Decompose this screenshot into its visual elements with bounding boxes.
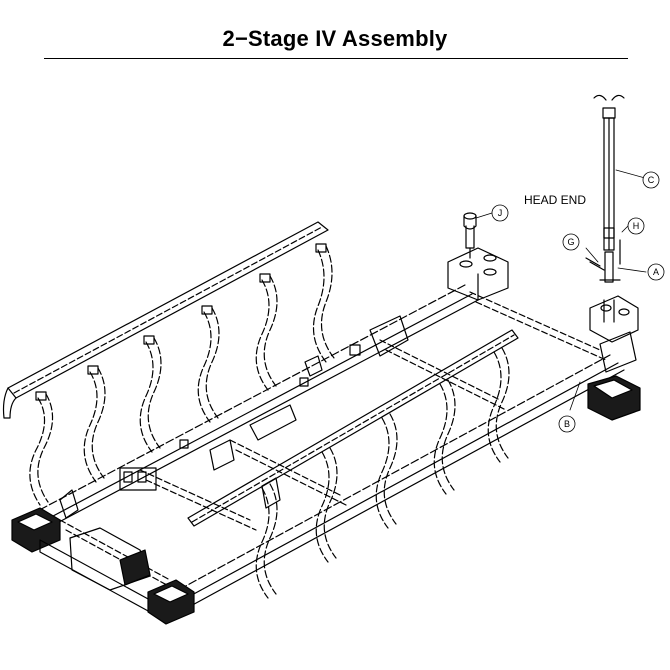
svg-text:A: A [653,267,659,277]
page-title: 2−Stage IV Assembly [222,26,448,51]
head-end-bumper-b [587,375,641,421]
head-end-corner-far [447,247,509,301]
frame-brackets [119,315,409,491]
frame-far-tube [29,284,479,531]
frame-cross-members [59,291,607,591]
near-rail-bars [255,347,510,599]
callout-g: G [562,233,580,251]
far-side-rail [2,221,329,419]
callout-j: J [491,204,509,222]
callout-leaders [475,169,647,411]
svg-text:G: G [567,237,574,247]
svg-text:C: C [648,175,655,185]
svg-text:B: B [564,419,570,429]
svg-text:J: J [498,208,503,218]
far-rail-bars [29,245,335,506]
foot-end-bumpers [11,489,195,625]
title-underline [44,58,628,59]
head-end-corner-near [589,295,639,373]
iv-pole [593,94,625,323]
near-rail-clip [261,477,281,509]
frame-near-tube [159,354,625,615]
near-side-rail [187,329,519,527]
iv-socket-j [463,212,477,259]
iv-pin-g [585,257,605,271]
callout-a: A [647,263,665,281]
callout-c: C [642,171,660,189]
far-rail-clips [35,243,327,401]
svg-text:H: H [633,221,640,231]
callout-b: B [558,415,576,433]
callout-h: H [627,217,645,235]
head-end-label: HEAD END [524,193,586,207]
